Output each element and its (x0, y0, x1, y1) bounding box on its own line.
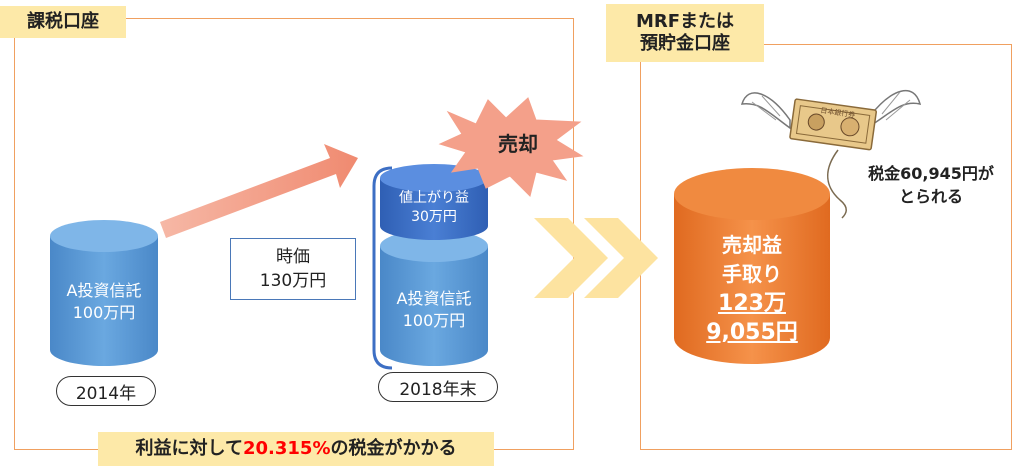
proceeds-cylinder (674, 168, 830, 364)
mrf-account-title: MRFまたは 預貯金口座 (606, 4, 764, 62)
sell-burst-shape (438, 97, 584, 197)
cylinder-2014-label: A投資信託 100万円 (66, 281, 142, 322)
market-price-box: 時価 130万円 (230, 238, 356, 300)
tax-taken-note: 税金60,945円が とられる (868, 164, 994, 206)
gain-cylinder-label: 値上がり益 30万円 (399, 190, 469, 225)
proceeds-label: 売却益 手取り 123万 9,055円 (706, 233, 798, 345)
sell-burst-label: 売却 (498, 132, 538, 156)
transfer-chevrons (534, 218, 658, 298)
cylinder-2014 (50, 220, 158, 366)
flying-money-icon: 日本銀行券 (740, 89, 922, 151)
money-tail-line (827, 149, 847, 219)
base-cylinder-2018-label: A投資信託 100万円 (396, 289, 472, 330)
year-2014-label: 2014年 (56, 376, 156, 406)
tax-rate: 20.315% (242, 437, 331, 459)
year-2018-label: 2018年末 (378, 372, 498, 402)
stack-bracket (372, 166, 393, 370)
growth-arrow (160, 144, 358, 238)
taxable-account-title: 課税口座 (0, 6, 126, 38)
